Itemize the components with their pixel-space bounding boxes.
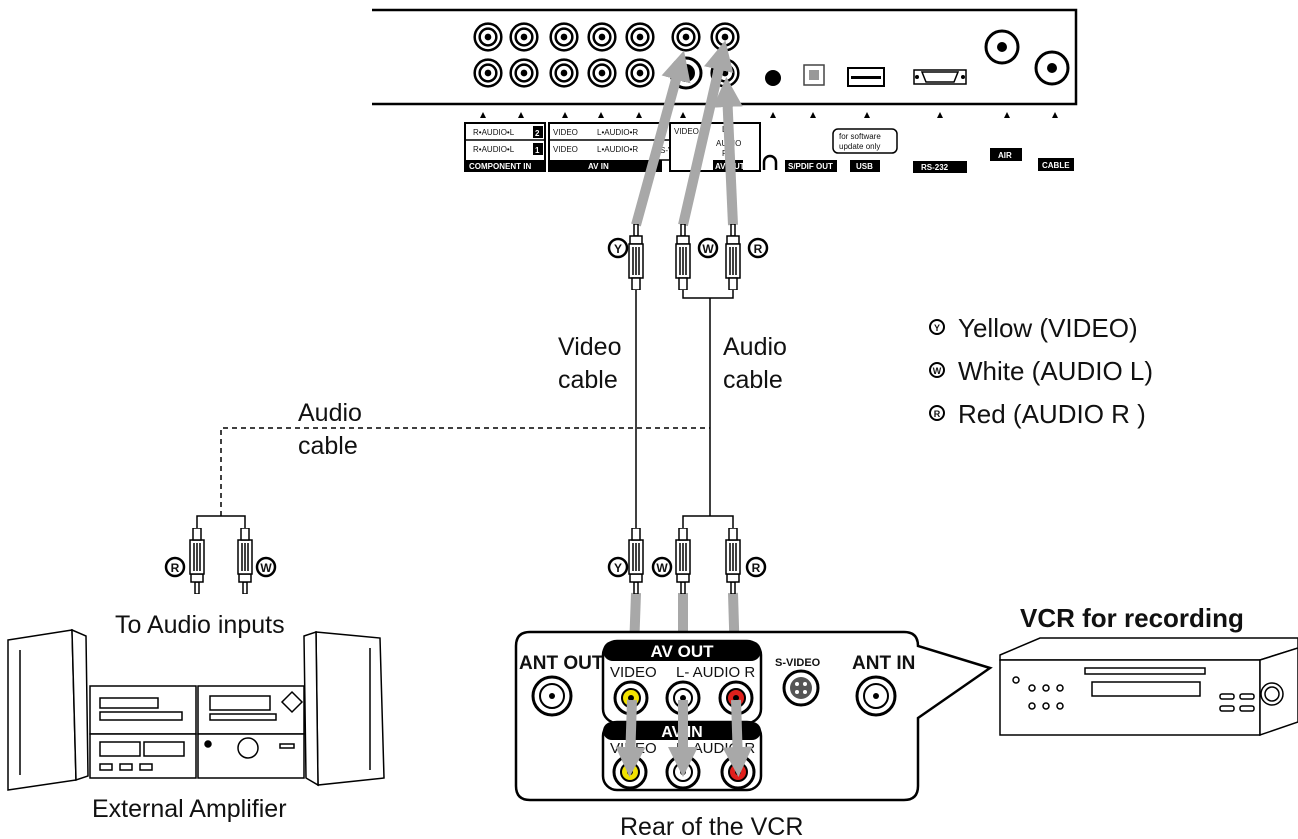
vcr-ant-in-jack — [855, 675, 897, 717]
rs232-port — [913, 69, 967, 85]
cable-lines — [196, 282, 734, 530]
plug-mark-w-bottom: W — [651, 556, 673, 578]
cable-label: CABLE — [1038, 158, 1074, 171]
vcr-s-video-jack — [782, 669, 820, 707]
av-in-audio-2: L•AUDIO•R — [597, 128, 638, 137]
video-cable-label-1: Video — [558, 333, 622, 361]
plug-mark-r-amp: R — [164, 556, 186, 578]
external-audio-cable — [220, 427, 710, 516]
ext-audio-cable-label-2: cable — [298, 432, 358, 460]
vcr-av-out-title: AV OUT — [651, 642, 715, 661]
av-out-video: VIDEO — [674, 127, 699, 136]
vcr-side-plugs — [628, 528, 741, 594]
usb-note-line1: for software — [839, 132, 881, 141]
svg-text:White (AUDIO L): White (AUDIO L) — [958, 356, 1153, 386]
svg-text:S/PDIF OUT: S/PDIF OUT — [788, 162, 833, 171]
vcr-title: VCR for recording — [1020, 603, 1244, 633]
vcr-av-out-block: AV OUT VIDEO L- AUDIO R — [601, 639, 763, 725]
spdif-port — [803, 64, 825, 86]
component-in-title: COMPONENT IN — [469, 162, 531, 171]
component-row-2: R•AUDIO•L — [473, 128, 515, 137]
legend: Y Yellow (VIDEO) W White (AUDIO L) R Red… — [929, 313, 1153, 429]
svg-text:W: W — [933, 366, 942, 376]
svg-text:Y: Y — [614, 242, 622, 256]
external-amplifier-caption: External Amplifier — [92, 795, 287, 823]
svg-text:Y: Y — [934, 323, 940, 333]
spdif-label: S/PDIF OUT — [785, 160, 837, 172]
audio-cable-label-1: Audio — [723, 333, 787, 361]
av-in-video-1: VIDEO — [553, 145, 578, 154]
amplifier-plugs — [189, 528, 253, 594]
component-row-1: R•AUDIO•L — [473, 145, 515, 154]
vcr-arrow-overlay — [615, 699, 753, 777]
plug-mark-y-bottom: Y — [607, 556, 629, 578]
vcr-s-video-label: S-VIDEO — [775, 657, 821, 669]
rs232-label: RS-232 — [913, 161, 967, 173]
svg-text:W: W — [260, 561, 272, 575]
svg-text:R: R — [171, 561, 180, 575]
svg-text:CABLE: CABLE — [1042, 161, 1070, 170]
svg-text:Yellow (VIDEO): Yellow (VIDEO) — [958, 313, 1138, 343]
to-audio-inputs-label: To Audio inputs — [115, 611, 285, 639]
component-jacks — [473, 22, 539, 88]
headphone-jack — [765, 70, 781, 86]
usb-port — [847, 67, 885, 87]
vcr-av-out-audio: L- AUDIO R — [676, 664, 755, 681]
av-in-video-2: VIDEO — [553, 128, 578, 137]
legend-white: W White (AUDIO L) — [929, 356, 1153, 386]
component-num-1: 1 — [535, 146, 540, 155]
audio-cable-label-2: cable — [723, 366, 783, 394]
plug-mark-r-bottom: R — [745, 556, 767, 578]
tv-side-plugs — [628, 224, 741, 290]
vcr-ant-in-label: ANT IN — [852, 653, 915, 674]
svg-text:RS-232: RS-232 — [921, 163, 949, 172]
component-num-2: 2 — [535, 129, 540, 138]
vcr-av-out-video: VIDEO — [610, 664, 657, 681]
legend-yellow: Y Yellow (VIDEO) — [929, 313, 1138, 343]
svg-text:Red (AUDIO R ): Red (AUDIO R ) — [958, 399, 1146, 429]
av-in-audio-1: L•AUDIO•R — [597, 145, 638, 154]
svg-text:R: R — [934, 409, 941, 419]
plug-mark-y-top: Y — [607, 237, 629, 259]
av-in-title: AV IN — [588, 162, 609, 171]
vcr-rear-panel: ANT OUT AV OUT VIDEO L- AUDIO R — [514, 630, 993, 802]
av-in-label-box: VIDEO L•AUDIO•R VIDEO L•AUDIO•R AV IN — [548, 122, 662, 172]
external-amplifier-illustration — [7, 628, 385, 791]
usb-note-line2: update only — [839, 142, 880, 151]
svg-text:R: R — [752, 561, 761, 575]
av-in-jacks — [549, 22, 655, 88]
av-out-label-box: VIDEO L AUDIO R AV OUT — [669, 122, 761, 172]
headphone-icon — [762, 154, 778, 170]
antenna-connectors — [984, 29, 1070, 86]
usb-label-box: for software update only USB — [832, 128, 898, 172]
plug-mark-r-top: R — [747, 237, 769, 259]
svg-text:Y: Y — [614, 561, 622, 575]
panel-tick-marks — [480, 112, 1058, 118]
plug-mark-w-amp: W — [255, 556, 277, 578]
svg-text:AIR: AIR — [998, 151, 1012, 160]
tv-back-panel: R•AUDIO•L R•AUDIO•L 2 1 COMPONENT IN VID… — [372, 8, 1078, 173]
plug-mark-w-top: W — [697, 237, 719, 259]
ext-audio-cable-label-1: Audio — [298, 399, 362, 427]
component-in-label-box: R•AUDIO•L R•AUDIO•L 2 1 COMPONENT IN — [464, 122, 546, 172]
svg-text:W: W — [702, 242, 714, 256]
vcr-ant-out-jack — [531, 675, 573, 717]
svg-text:R: R — [754, 242, 763, 256]
legend-red: R Red (AUDIO R ) — [929, 399, 1146, 429]
vcr-rear-caption: Rear of the VCR — [620, 813, 803, 839]
usb-label: USB — [856, 162, 873, 171]
vcr-ant-out-label: ANT OUT — [519, 653, 604, 674]
air-label: AIR — [990, 148, 1022, 161]
svg-text:W: W — [656, 561, 668, 575]
vcr-front-illustration — [999, 637, 1298, 737]
video-cable-label-2: cable — [558, 366, 618, 394]
